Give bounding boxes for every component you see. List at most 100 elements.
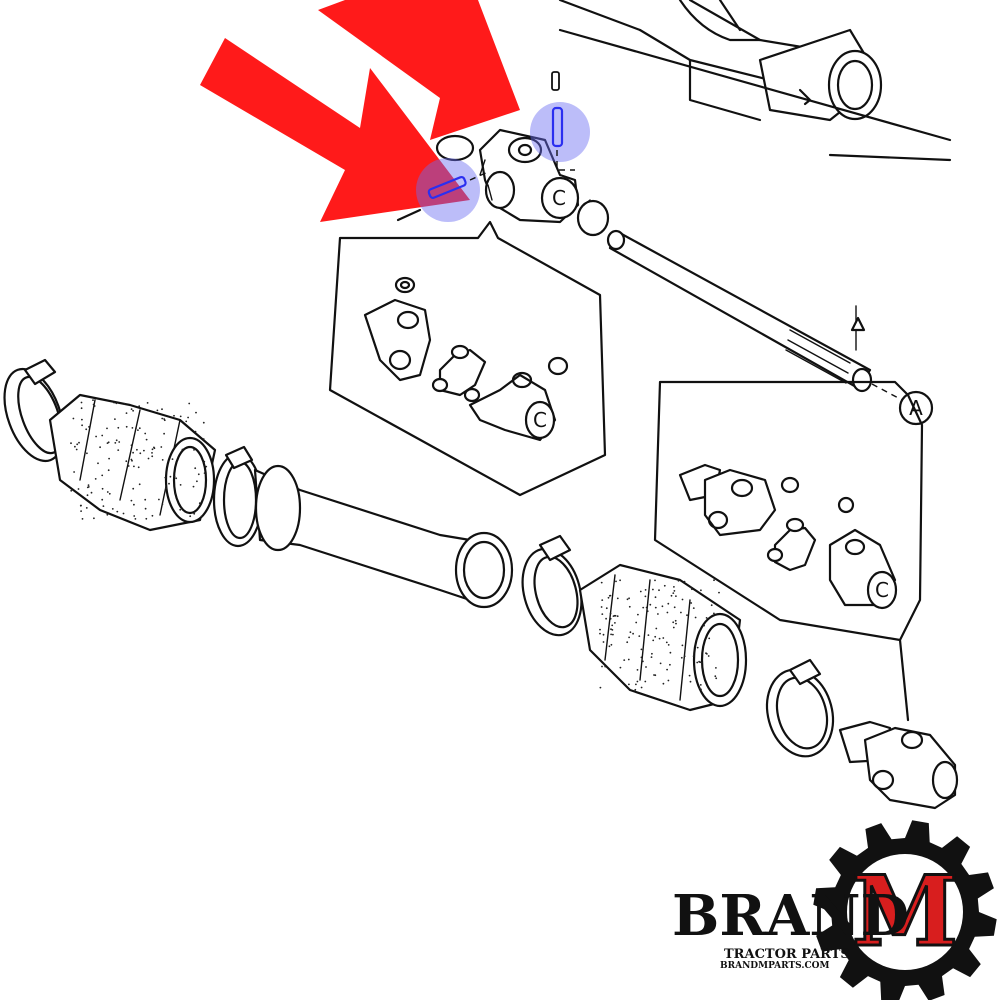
stipple-dot bbox=[654, 674, 657, 677]
stipple-dot bbox=[640, 656, 643, 659]
stipple-dot bbox=[715, 667, 717, 669]
stipple-dot bbox=[175, 477, 178, 480]
stipple-dot bbox=[601, 599, 604, 601]
stipple-dot bbox=[181, 448, 184, 451]
stipple-dot bbox=[683, 580, 686, 583]
stipple-dot bbox=[135, 427, 137, 430]
stipple-dot bbox=[713, 579, 715, 582]
stipple-dot bbox=[132, 409, 135, 412]
stipple-dot bbox=[626, 598, 629, 601]
stipple-dot bbox=[699, 684, 702, 686]
stipple-dot bbox=[193, 512, 196, 515]
stipple-dot bbox=[675, 595, 677, 597]
stipple-dot bbox=[658, 589, 660, 592]
stipple-dot bbox=[662, 682, 665, 685]
stipple-dot bbox=[650, 656, 653, 658]
stipple-dot bbox=[118, 441, 121, 443]
stipple-dot bbox=[673, 590, 676, 592]
stipple-dot bbox=[675, 622, 677, 625]
stipple-dot bbox=[185, 420, 188, 423]
stipple-dot bbox=[619, 666, 622, 669]
stipple-dot bbox=[174, 493, 177, 495]
stipple-dot bbox=[670, 594, 673, 597]
stipple-dot bbox=[629, 631, 632, 634]
stipple-dot bbox=[87, 484, 90, 486]
stipple-dot bbox=[108, 492, 111, 495]
stipple-dot bbox=[644, 589, 647, 591]
stipple-dot bbox=[619, 579, 621, 582]
stipple-dot bbox=[636, 680, 639, 683]
stipple-dot bbox=[672, 626, 675, 629]
stipple-dot bbox=[659, 662, 662, 665]
stipple-dot bbox=[81, 518, 84, 520]
stipple-dot bbox=[608, 594, 611, 597]
stipple-dot bbox=[78, 441, 80, 444]
stipple-dot bbox=[164, 476, 167, 479]
stipple-dot bbox=[192, 485, 195, 488]
stipple-dot bbox=[132, 487, 135, 490]
exploded-view-upper: C bbox=[328, 220, 607, 497]
stipple-dot bbox=[600, 606, 603, 608]
stipple-dot bbox=[99, 446, 101, 449]
stipple-dot bbox=[669, 651, 672, 654]
stipple-dot bbox=[74, 445, 76, 448]
stipple-dot bbox=[623, 659, 626, 661]
stipple-dot bbox=[628, 636, 630, 639]
stipple-dot bbox=[688, 674, 691, 677]
stipple-dot bbox=[102, 505, 105, 507]
stipple-dot bbox=[131, 427, 134, 429]
stipple-dot bbox=[202, 438, 205, 440]
stipple-dot bbox=[92, 403, 95, 406]
roll-pin-horizontal bbox=[396, 158, 489, 222]
stipple-dot bbox=[92, 399, 94, 401]
stipple-dot bbox=[666, 668, 668, 671]
stipple-dot bbox=[628, 597, 630, 600]
stipple-dot bbox=[602, 633, 605, 636]
stipple-dot bbox=[80, 510, 82, 512]
stipple-dot bbox=[652, 588, 654, 591]
stipple-dot bbox=[680, 656, 683, 659]
callout-a-label: A bbox=[909, 396, 923, 420]
stipple-dot bbox=[114, 442, 117, 444]
stipple-dot bbox=[125, 425, 128, 428]
stipple-dot bbox=[640, 648, 643, 651]
stipple-dot bbox=[612, 615, 615, 617]
stipple-dot bbox=[114, 418, 116, 420]
stipple-dot bbox=[88, 426, 90, 428]
stipple-dot bbox=[125, 412, 128, 414]
stipple-dot bbox=[673, 606, 676, 609]
stipple-dot bbox=[703, 624, 705, 627]
stipple-dot bbox=[649, 603, 652, 606]
stipple-dot bbox=[683, 655, 686, 658]
stipple-dot bbox=[195, 411, 197, 414]
stipple-dot bbox=[107, 469, 110, 472]
stipple-dot bbox=[130, 444, 133, 447]
stipple-dot bbox=[605, 607, 608, 610]
stipple-dot bbox=[694, 616, 697, 619]
red-arrow-left bbox=[200, 38, 470, 222]
stipple-dot bbox=[607, 596, 610, 599]
stipple-dot bbox=[673, 586, 675, 588]
stipple-dot bbox=[637, 613, 639, 616]
stipple-dot bbox=[715, 677, 718, 680]
stipple-dot bbox=[691, 588, 693, 591]
stipple-dot bbox=[205, 465, 208, 468]
lower-shaft-assembly bbox=[3, 358, 959, 810]
stipple-dot bbox=[647, 634, 650, 636]
stipple-dot bbox=[79, 504, 82, 507]
stipple-dot bbox=[145, 517, 148, 520]
stipple-dot bbox=[146, 402, 149, 404]
stipple-dot bbox=[616, 615, 619, 618]
stipple-dot bbox=[705, 617, 708, 619]
logo-tagline: TRACTOR PARTS bbox=[724, 947, 850, 962]
stipple-dot bbox=[187, 416, 190, 419]
stipple-dot bbox=[133, 465, 135, 468]
stipple-dot bbox=[600, 581, 603, 584]
stipple-dot bbox=[171, 458, 174, 460]
stipple-dot bbox=[163, 419, 166, 422]
stipple-dot bbox=[696, 661, 699, 664]
stipple-dot bbox=[151, 452, 153, 454]
stipple-dot bbox=[80, 407, 83, 410]
stipple-dot bbox=[81, 424, 83, 427]
stipple-dot bbox=[188, 402, 191, 405]
